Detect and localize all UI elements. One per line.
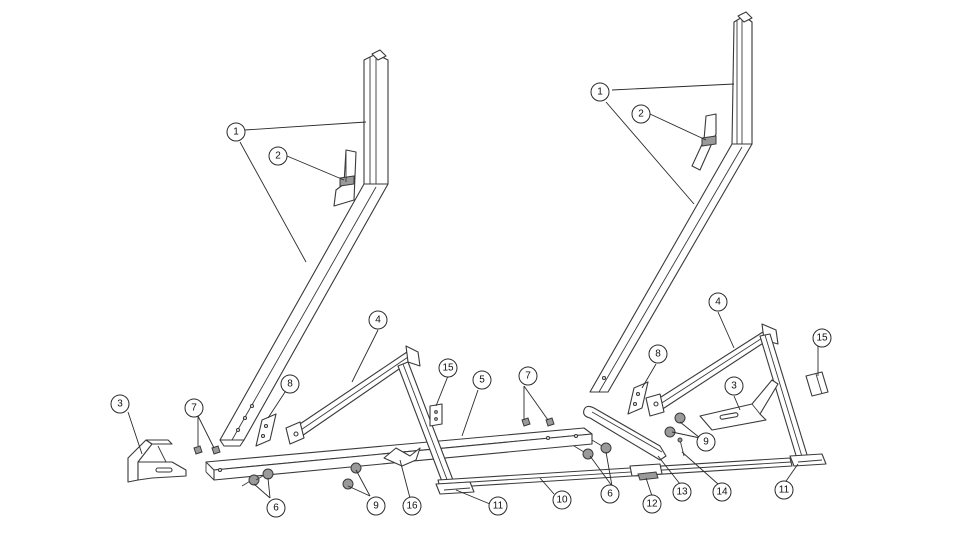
callout-1-right: 1: [590, 82, 610, 102]
callout-13-label: 13: [676, 487, 688, 498]
callout-11-left-label: 11: [493, 501, 504, 512]
callout-3-left: 3: [110, 394, 130, 414]
callout-9-left: 9: [366, 496, 386, 516]
callout-7-left-label: 7: [191, 403, 197, 414]
callout-9-right: 9: [696, 432, 716, 452]
callout-13: 13: [672, 482, 692, 502]
part-9-bolt-left: [342, 462, 362, 490]
callout-11-left: 11: [488, 496, 508, 516]
callout-2-right: 2: [631, 104, 651, 124]
part-1-upright-left: [219, 49, 389, 447]
part-13-curved-bar: [583, 405, 667, 461]
callout-12: 12: [642, 494, 662, 514]
leader-lines: [127, 83, 819, 505]
callout-7-right-label: 7: [525, 371, 531, 382]
part-8-bracket-right: [627, 381, 649, 415]
part-4-brace-right: [645, 323, 779, 417]
part-4-brace-left: [285, 345, 421, 445]
callout-10-label: 10: [556, 495, 568, 506]
callout-4-left: 4: [368, 310, 388, 330]
callout-15-right: 15: [812, 328, 832, 348]
part-9-bolts-right: [664, 412, 686, 438]
part-12-pad: [637, 471, 659, 481]
part-7-nuts-left: [193, 445, 221, 455]
callout-8-left-label: 8: [287, 379, 293, 390]
part-6-bolts-right: [573, 439, 612, 460]
callout-11-right: 11: [774, 480, 794, 500]
callout-6-left: 6: [266, 498, 286, 518]
callout-4-right: 4: [708, 292, 728, 312]
part-7-nuts-right: [521, 417, 555, 427]
part-1-upright-right: [589, 11, 753, 393]
part-2-latch-left: [333, 149, 357, 207]
part-11-foot-left: [435, 481, 475, 495]
callout-6-right: 6: [600, 484, 620, 504]
callout-16-label: 16: [406, 501, 418, 512]
callout-1-right-label: 1: [597, 87, 603, 98]
callout-10: 10: [552, 490, 572, 510]
callout-4-left-label: 4: [375, 315, 381, 326]
callout-2-left: 2: [268, 146, 288, 166]
callout-5: 5: [472, 370, 492, 390]
callout-1-left: 1: [226, 122, 246, 142]
callout-8-right-label: 8: [655, 349, 661, 360]
callout-9-left-label: 9: [373, 501, 379, 512]
callout-14-label: 14: [716, 487, 728, 498]
callout-8-left: 8: [280, 374, 300, 394]
callout-5-label: 5: [479, 375, 485, 386]
callout-15-left: 15: [438, 358, 458, 378]
part-3-bracket-right: [699, 379, 779, 431]
callout-14: 14: [712, 482, 732, 502]
callout-6-right-label: 6: [607, 489, 613, 500]
callout-9-right-label: 9: [703, 437, 709, 448]
part-15-plate-left: [429, 403, 443, 427]
part-8-bracket-left: [255, 413, 277, 447]
callout-3-left-label: 3: [117, 399, 123, 410]
part-3-bracket-left: [127, 439, 187, 483]
callout-16: 16: [402, 496, 422, 516]
part-11-foot-right: [789, 453, 827, 467]
part-6-bolts-left: [241, 468, 274, 487]
callout-15-left-label: 15: [442, 363, 454, 374]
callout-11-right-label: 11: [779, 485, 790, 496]
part-2-latch-right: [691, 113, 717, 171]
part-strut-left: [397, 361, 457, 493]
callout-15-right-label: 15: [816, 333, 828, 344]
callout-3-right-label: 3: [731, 381, 737, 392]
callout-1-left-label: 1: [233, 127, 239, 138]
part-15-plate-right: [805, 371, 829, 397]
callout-8-right: 8: [648, 344, 668, 364]
callout-3-right: 3: [724, 376, 744, 396]
part-10-lower-bar: [437, 457, 793, 489]
callout-6-left-label: 6: [273, 503, 279, 514]
callout-4-right-label: 4: [715, 297, 721, 308]
callout-2-left-label: 2: [275, 151, 281, 162]
callout-12-label: 12: [646, 499, 658, 510]
callout-7-left: 7: [184, 398, 204, 418]
callout-2-right-label: 2: [638, 109, 644, 120]
callout-7-right: 7: [518, 366, 538, 386]
